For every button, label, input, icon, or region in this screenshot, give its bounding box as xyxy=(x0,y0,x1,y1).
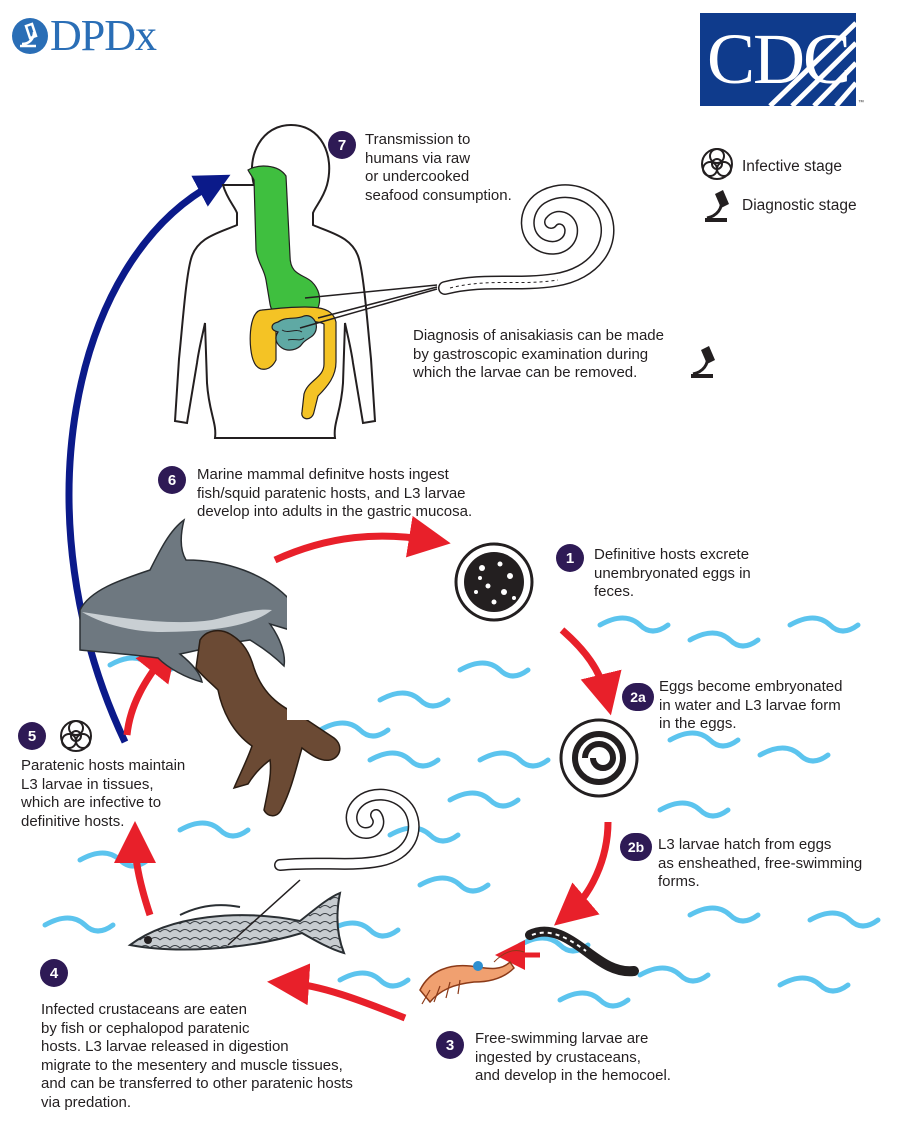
blank-occluder xyxy=(287,592,335,660)
sea-lion-illustration xyxy=(195,629,341,817)
free-swimming-larva-illustration xyxy=(525,926,639,977)
step5-biohazard-icon xyxy=(60,720,92,752)
step-3-text: Free-swimming larvae are ingested by cru… xyxy=(475,1030,671,1084)
human-body-illustration xyxy=(173,123,377,439)
biohazard-icon xyxy=(701,148,733,180)
legend-infective-label: Infective stage xyxy=(742,158,842,175)
step-4-text: Infected crustaceans are eaten by fish o… xyxy=(41,1001,353,1111)
diagnosis-text: Diagnosis of anisakiasis can be made by … xyxy=(413,327,664,381)
legend-diagnostic-label: Diagnostic stage xyxy=(742,197,857,214)
step-5-badge: 5 xyxy=(18,722,46,750)
crustacean-illustration xyxy=(419,949,525,1005)
dolphin-illustration xyxy=(79,518,299,684)
diagnosis-microscope-icon xyxy=(691,346,715,378)
step-2a-text: Eggs become embryonated in water and L3 … xyxy=(659,678,843,732)
step-5-text: Paratenic hosts maintain L3 larvae in ti… xyxy=(21,757,186,830)
coiled-larva-illustration xyxy=(438,184,615,295)
embryonated-egg-illustration xyxy=(559,718,639,798)
step-7-badge: 7 xyxy=(328,131,356,159)
step-2a-badge: 2a xyxy=(622,683,654,711)
blank-occluder-lower xyxy=(287,690,335,720)
step-6-text: Marine mammal definitve hosts ingest fis… xyxy=(197,466,473,520)
cycle-arrows xyxy=(114,515,622,1022)
step-1-badge: 1 xyxy=(556,544,584,572)
step-3-badge: 3 xyxy=(436,1031,464,1059)
fish-larva-illustration xyxy=(274,788,420,871)
dpdx-logo-text: DPDx xyxy=(50,11,157,60)
step-4-badge: 4 xyxy=(40,959,68,987)
dpdx-microscope-icon xyxy=(12,18,48,54)
cdc-logo: CDC xyxy=(700,13,856,106)
legend-infective: Infective stage xyxy=(742,158,842,176)
step-1-text: Definitive hosts excrete unembryonated e… xyxy=(594,546,751,600)
step-7-text: Transmission to humans via raw or underc… xyxy=(365,131,512,204)
dpdx-logo: DPDx xyxy=(12,11,157,60)
unembryonated-egg-illustration xyxy=(454,542,534,622)
pointer-lines xyxy=(299,284,438,329)
step-2b-text: L3 larvae hatch from eggs as ensheathed,… xyxy=(658,836,863,890)
step-6-badge: 6 xyxy=(158,466,186,494)
microscope-icon xyxy=(705,190,729,222)
cdc-logo-text: CDC xyxy=(706,19,851,99)
trademark-mark: ™ xyxy=(858,100,864,106)
fish-illustration xyxy=(127,879,346,955)
step-2b-badge: 2b xyxy=(620,833,652,861)
legend-diagnostic: Diagnostic stage xyxy=(742,197,857,215)
